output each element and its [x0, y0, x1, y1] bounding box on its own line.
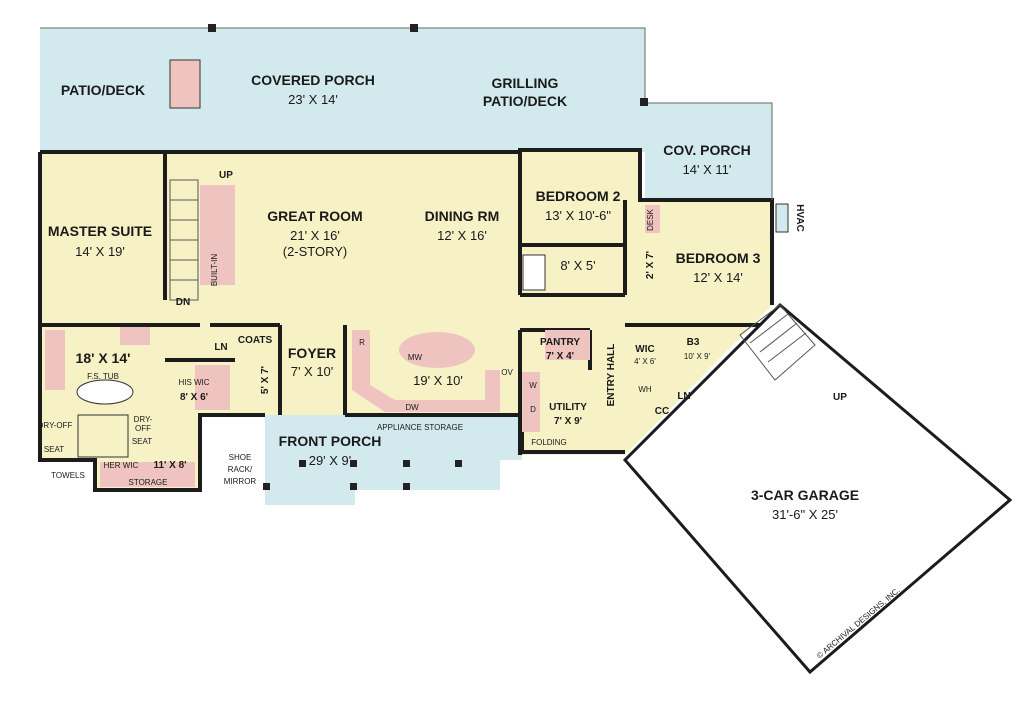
- ln-label: LN: [214, 342, 227, 353]
- utility-label: UTILITY: [549, 402, 587, 413]
- shower-icon: [77, 414, 129, 458]
- pantry-shelves: [545, 330, 590, 360]
- dryer-label: D: [530, 405, 536, 414]
- patio-deck-label: PATIO/DECK: [61, 82, 145, 98]
- front-porch-label: FRONT PORCH: [279, 433, 382, 449]
- cc-label: CC: [655, 406, 669, 417]
- bath2-dims: 8' X 5': [560, 258, 595, 273]
- his-wic-dims: 8' X 6': [180, 392, 208, 403]
- covered-porch-dims: 23' X 14': [288, 92, 338, 107]
- cov-porch-label: COV. PORCH: [663, 142, 750, 158]
- her-wic-dims: 11' X 8': [153, 460, 186, 471]
- dry-off-right-label-2: OFF: [135, 424, 151, 433]
- closet2-dims: 2' X 7': [645, 251, 656, 279]
- wic3-dims: 4' X 6': [634, 357, 656, 366]
- tub-label: F.S. TUB: [87, 372, 119, 381]
- pantry-label: PANTRY: [540, 337, 580, 348]
- garage-stairs-icon: [739, 304, 816, 381]
- her-wic-label: HER WIC: [104, 461, 139, 470]
- grilling-label-2: PATIO/DECK: [483, 93, 567, 109]
- master-bath-dims: 18' X 14': [76, 350, 131, 366]
- desk: [645, 205, 660, 233]
- kitchen-counter: [352, 330, 500, 412]
- coats-label: COATS: [238, 335, 273, 346]
- pantry-dims: 7' X 4': [546, 351, 574, 362]
- patio-deck-area: [40, 28, 645, 152]
- entry-hall-label: ENTRY HALL: [606, 344, 617, 407]
- garage-area: [622, 302, 1013, 675]
- fridge-label: R: [359, 338, 365, 347]
- bedroom2-label: BEDROOM 2: [536, 188, 621, 204]
- hvac-unit-icon: [775, 203, 789, 233]
- dishwasher-label: DW: [405, 403, 419, 412]
- bedroom3-dims: 12' X 14': [693, 270, 743, 285]
- bedroom3-label: BEDROOM 3: [676, 250, 761, 266]
- garage-up-label: UP: [833, 392, 847, 403]
- his-wic-shelves: [195, 365, 230, 410]
- grilling-label: GRILLING: [492, 75, 559, 91]
- utility-dims: 7' X 9': [554, 416, 582, 427]
- washer-label: W: [529, 381, 537, 390]
- shoe-rack-label-2: RACK/: [228, 465, 253, 474]
- dry-off-right-label: DRY-: [134, 415, 153, 424]
- great-room-dims: 21' X 16': [290, 228, 340, 243]
- stairs-icon: [169, 179, 199, 301]
- hvac-label: HVAC: [794, 204, 805, 232]
- his-wic-label: HIS WIC: [178, 378, 209, 387]
- b3-dims: 10' X 9': [684, 352, 711, 361]
- foyer-label: FOYER: [288, 345, 336, 361]
- shoe-rack-label: SHOE: [229, 453, 252, 462]
- seat-right-label: SEAT: [132, 437, 152, 446]
- appliance-storage-label: APPLIANCE STORAGE: [377, 423, 463, 432]
- dining-dims: 12' X 16': [437, 228, 487, 243]
- utility-counter: [522, 372, 540, 432]
- wic3-label: WIC: [635, 344, 654, 355]
- cov-porch-area: [645, 103, 772, 200]
- cov-porch-dims: 14' X 11': [683, 162, 732, 177]
- built-in-label: BUILT-IN: [210, 254, 219, 287]
- towels-label: TOWELS: [51, 471, 85, 480]
- bathtub-2-icon: [522, 254, 546, 291]
- bath-vanity-2: [120, 327, 150, 345]
- her-wic-shelves: [100, 462, 195, 487]
- outdoor-table-icon: [169, 59, 201, 109]
- great-room-label: GREAT ROOM: [267, 208, 362, 224]
- stairs-down-label: DN: [176, 297, 190, 308]
- wh-label: WH: [638, 385, 652, 394]
- great-room-note: (2-STORY): [283, 244, 348, 259]
- kitchen-island: [399, 332, 475, 368]
- storage-label: STORAGE: [129, 478, 168, 487]
- porch-columns: [208, 24, 648, 490]
- garage-dims: 31'-6" X 25': [772, 507, 838, 522]
- oven-label: OV: [501, 368, 513, 377]
- b3-label: B3: [687, 337, 700, 348]
- dining-label: DINING RM: [425, 208, 500, 224]
- stairs-up-label: UP: [219, 170, 233, 181]
- built-in-cabinet: [200, 185, 235, 285]
- seat-left-label: SEAT: [44, 445, 64, 454]
- foyer-dims: 7' X 10': [291, 364, 334, 379]
- dry-off-left-label: DRY-OFF: [38, 421, 73, 430]
- kitchen-dims: 19' X 10': [413, 373, 463, 388]
- powder-dims: 5' X 7': [260, 366, 271, 394]
- master-suite-dims: 14' X 19': [75, 244, 125, 259]
- bath-vanity: [45, 330, 65, 390]
- shoe-rack-label-3: MIRROR: [224, 477, 257, 486]
- desk-label: DESK: [646, 208, 655, 230]
- ln2-label: LN: [677, 391, 690, 402]
- microwave-label: MW: [408, 353, 423, 362]
- garage-label: 3-CAR GARAGE: [751, 487, 859, 503]
- exterior-wall: [38, 152, 265, 492]
- bedroom2-dims: 13' X 10'-6": [545, 208, 611, 223]
- tub-icon: [76, 379, 134, 405]
- master-suite-label: MASTER SUITE: [48, 223, 152, 239]
- front-porch-dims: 29' X 9': [309, 453, 352, 468]
- front-porch-area: [265, 415, 522, 505]
- covered-porch-label: COVERED PORCH: [251, 72, 375, 88]
- folding-label: FOLDING: [531, 438, 567, 447]
